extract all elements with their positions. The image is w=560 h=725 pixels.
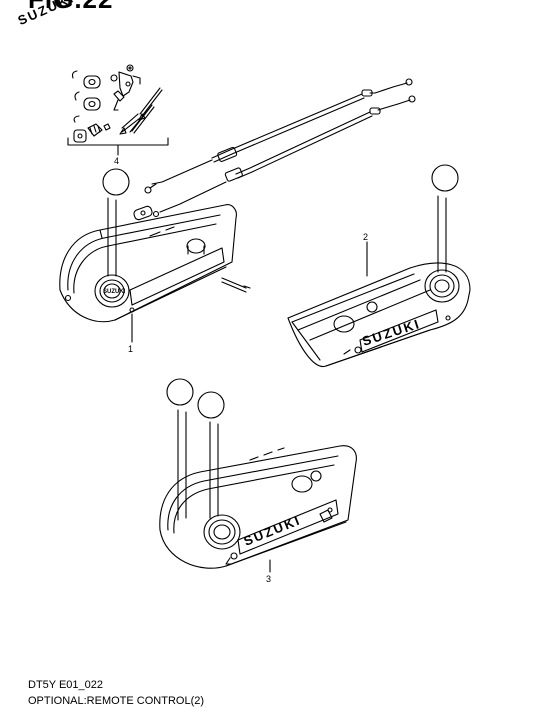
callout-3: 3 [266, 574, 272, 584]
knob-label-1: SUZUKI [103, 289, 126, 295]
leader-lines [131, 241, 368, 573]
callout-4: 4 [114, 156, 120, 166]
diagram-description: OPTIONAL:REMOTE CONTROL(2) [28, 695, 205, 707]
hardware-kit-4 [67, 64, 169, 156]
brand-label-1: SUZUKI [16, 0, 77, 28]
callout-2: 2 [363, 232, 369, 242]
brand-label-3: SUZUKI [242, 512, 304, 549]
remote-control-box-1: SUZUKI SUZUKI [16, 0, 237, 323]
figure-title: FIG.22 [28, 0, 113, 15]
control-cables [133, 78, 416, 293]
callout-1: 1 [128, 344, 134, 354]
diagram-code: DT5Y E01_022 [28, 679, 104, 691]
remote-control-box-2: SUZUKI [287, 164, 471, 368]
remote-control-box-3: SUZUKI [159, 378, 357, 569]
